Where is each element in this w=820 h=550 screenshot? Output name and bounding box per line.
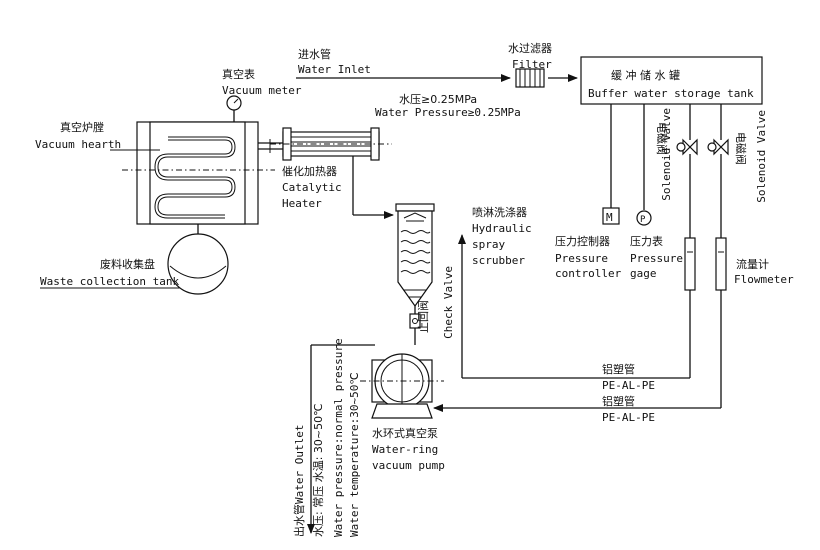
pressure-gage-en-1: Pressure <box>630 252 683 265</box>
filter-en: Filter <box>512 58 552 71</box>
water-ring-vacuum-pump <box>371 353 433 419</box>
catalytic-heater-en-2: Heater <box>282 197 322 210</box>
hearth-outlet-pipe <box>258 139 283 153</box>
solenoid-1-zh: 电磁阀 <box>655 122 669 155</box>
water-inlet-en: Water Inlet <box>298 63 371 76</box>
solenoid-2-en: Solenoid Valve <box>755 110 768 203</box>
vacuum-meter-zh: 真空表 <box>222 67 255 81</box>
check-valve-en: Check Valve <box>442 266 455 339</box>
pressure-controller-en-2: controller <box>555 267 622 280</box>
vacuum-meter-en: Vacuum meter <box>222 84 302 97</box>
pe-pipe-1-en: PE-AL-PE <box>602 379 655 392</box>
vacuum-hearth <box>136 121 259 225</box>
scrubber-en-2: spray <box>472 238 505 251</box>
pe-pipe-2-en: PE-AL-PE <box>602 411 655 424</box>
pressure-controller-zh: 压力控制器 <box>555 234 610 248</box>
water-outlet-pipe <box>307 344 375 534</box>
pump-en-2: vacuum pump <box>372 459 445 472</box>
scrubber-en-3: scrubber <box>472 254 525 267</box>
pe-pipe-1-zh: 铝塑管 <box>602 362 635 376</box>
scrubber-zh: 喷淋洗涤器 <box>472 205 527 219</box>
outlet-label-1: 出水管Water Outlet <box>292 425 306 537</box>
water-pressure-en: Water Pressure≥0.25MPa <box>375 106 521 119</box>
filter-zh: 水过滤器 <box>508 42 552 55</box>
waste-tank-zh: 废料收集盘 <box>100 257 155 271</box>
solenoid-valve-icon <box>676 138 698 156</box>
vacuum-meter-icon <box>226 95 242 122</box>
flowmeter-en: Flowmeter <box>734 273 794 286</box>
pressure-gage-zh: 压力表 <box>630 234 663 248</box>
catalytic-heater-en-1: Catalytic <box>282 181 342 194</box>
pressure-gage-en-2: gage <box>630 267 657 280</box>
m-symbol: M <box>606 211 613 224</box>
heater-to-scrubber-pipe <box>352 156 394 219</box>
spray-scrubber <box>395 203 435 308</box>
pressure-controller-icon: M <box>602 207 620 225</box>
water-inlet-zh: 进水管 <box>298 47 331 61</box>
vacuum-hearth-zh: 真空炉膛 <box>60 120 104 134</box>
scrubber-en-1: Hydraulic <box>472 222 532 235</box>
waste-tank-en: Waste collection tank <box>40 275 179 288</box>
pressure-controller-en-1: Pressure <box>555 252 608 265</box>
pump-zh: 水环式真空泵 <box>372 426 438 440</box>
buffer-tank-outlet-pipes <box>610 104 722 408</box>
flowmeter-icon <box>684 237 696 291</box>
waste-collection-tank <box>167 224 229 295</box>
flowmeter-icon <box>715 237 727 291</box>
buffer-tank <box>580 56 763 105</box>
pressure-gage-icon: P <box>636 210 652 226</box>
vacuum-hearth-en: Vacuum hearth <box>35 138 121 151</box>
p-symbol: P <box>640 215 646 225</box>
check-valve-zh: 止回阀 <box>416 300 430 333</box>
pump-en-1: Water-ring <box>372 443 438 456</box>
outlet-label-4: Water temperature:30~50℃ <box>348 372 361 537</box>
solenoid-2-zh: 电磁阀 <box>734 132 748 165</box>
catalytic-heater-zh: 催化加热器 <box>282 164 337 178</box>
pe-pipe-to-scrubber <box>458 234 690 379</box>
solenoid-valve-icon <box>707 138 729 156</box>
pe-pipe-2-zh: 铝塑管 <box>602 394 635 408</box>
solenoid-1-en: Solenoid Valve <box>660 108 673 201</box>
buffer-tank-en: Buffer water storage tank <box>588 87 754 100</box>
check-valve-icon <box>409 306 421 345</box>
water-pressure-zh: 水压≥0.25MPa <box>399 93 477 106</box>
buffer-tank-zh: 缓 冲 储 水 罐 <box>611 68 680 82</box>
flowmeter-zh: 流量计 <box>736 257 769 271</box>
outlet-label-2: 水压: 常压 水温: 30~50℃ <box>312 404 325 537</box>
filter-icon <box>515 68 545 88</box>
outlet-label-3: Water pressure:normal pressure <box>332 338 345 537</box>
